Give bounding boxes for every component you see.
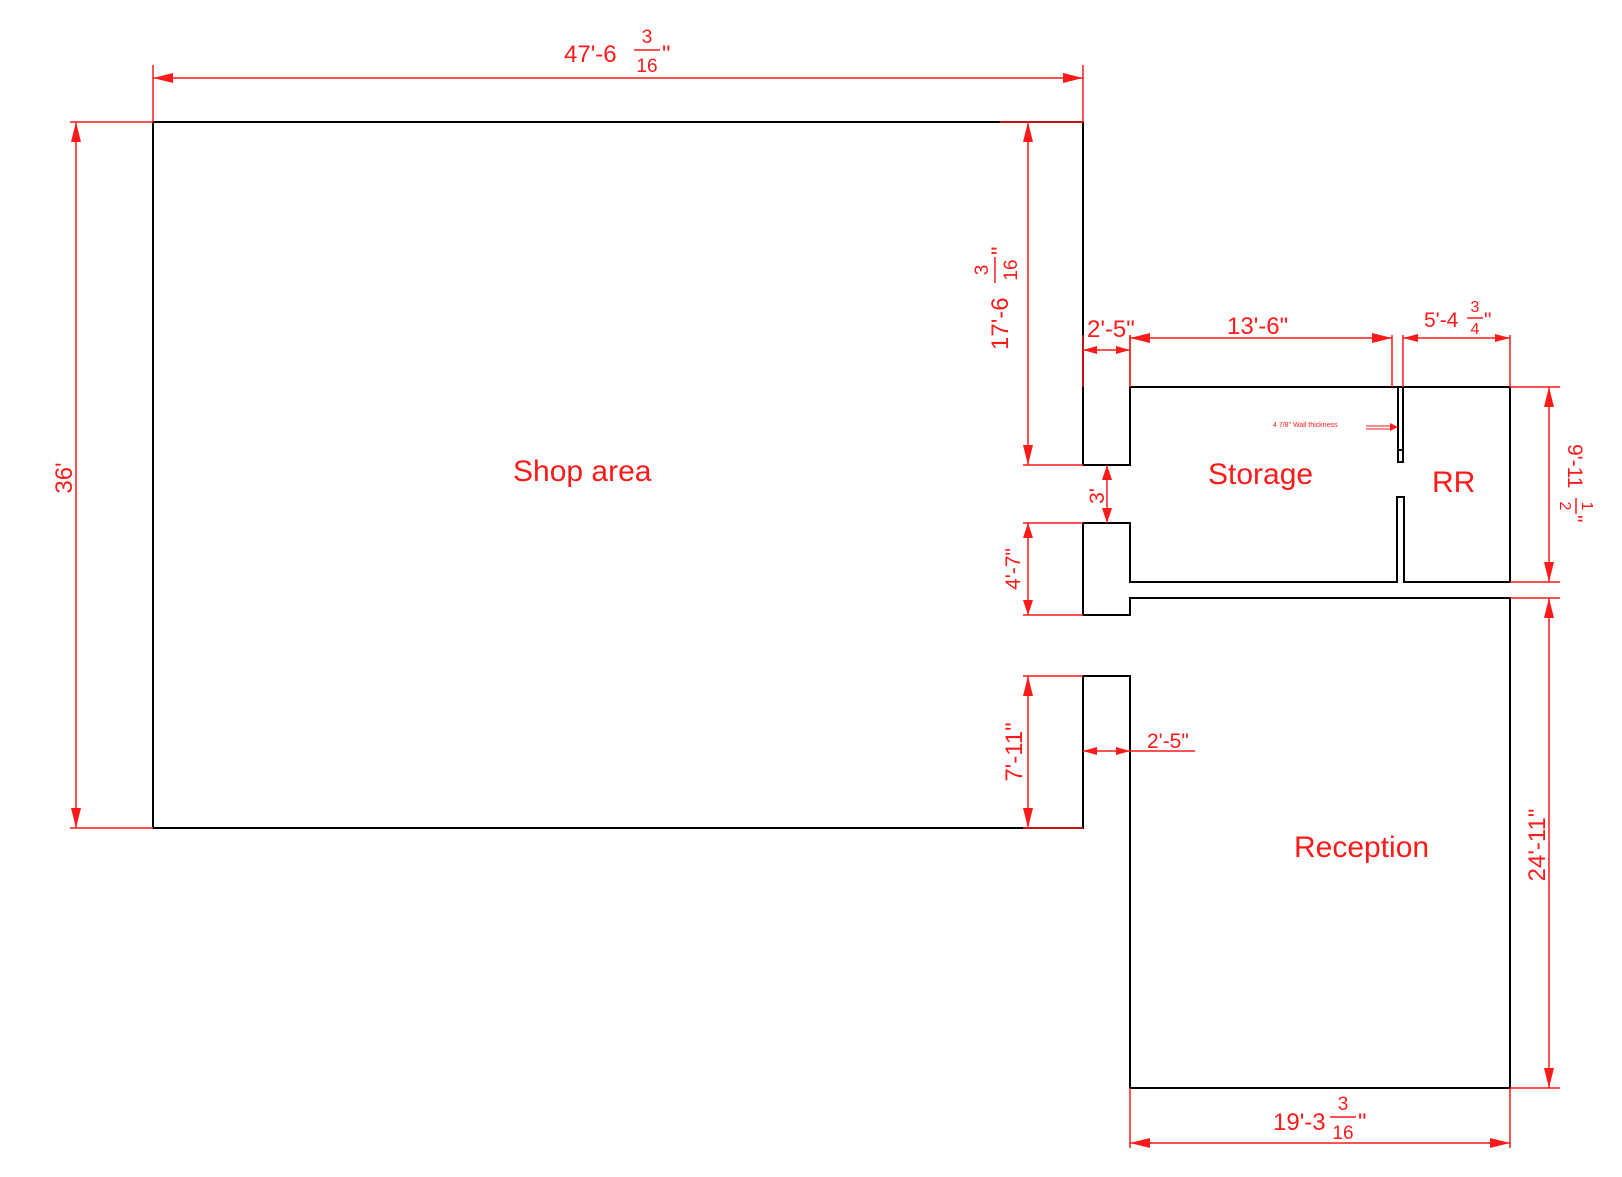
dimension-reception-height-label: 24'-11"	[1524, 809, 1551, 882]
dimension-upper-wall-den: 16	[1001, 259, 1022, 280]
dimension-reception-width-tail: "	[1358, 1109, 1367, 1136]
dimension-lower-wall-label: 7'-11"	[1001, 722, 1028, 781]
rr-label: RR	[1432, 466, 1475, 499]
dimension-storage-width-label: 13'-6"	[1227, 313, 1288, 340]
dimension-short-wall: 4'-7"	[1002, 522, 1083, 616]
wall-thickness-arrow-icon	[1390, 423, 1398, 431]
rr-outline	[1082, 386, 1511, 1089]
dimension-upper-wall: 17'-6 3 16 "	[972, 121, 1083, 466]
dimension-reception-width-den: 16	[1332, 1123, 1353, 1144]
dimension-rr-width-tail: "	[1484, 309, 1491, 332]
dimension-upper-wall-num: 3	[972, 265, 993, 276]
dimension-storage-width: 13'-6"	[1129, 313, 1393, 387]
dimension-rr-height-tail: "	[1563, 515, 1586, 522]
shop-area-outline	[152, 121, 1131, 829]
dimension-rr-height-num: 1	[1578, 502, 1595, 511]
dimension-short-wall-label: 4'-7"	[1002, 548, 1025, 590]
dimension-rr-width: 5'-4 3 4 "	[1402, 299, 1511, 387]
dimension-reception-height: 24'-11"	[1510, 597, 1560, 1089]
walls	[152, 121, 1511, 1089]
dimension-reception-width-num: 3	[1338, 1094, 1349, 1115]
dimension-wall-offset-bottom-label: 2'-5"	[1147, 730, 1189, 753]
dimension-upper-wall-tail: "	[987, 246, 1014, 255]
dimension-wall-offset-top-label: 2'-5"	[1087, 316, 1135, 343]
dimension-rr-width-num: 3	[1471, 299, 1480, 316]
dimension-top-width: 47'-6 3 16 "	[152, 27, 1084, 122]
wall-thickness-note-text: 4 7/8" Wall thickness	[1273, 422, 1338, 429]
shop-area-label: Shop area	[513, 455, 652, 488]
dimension-top-width-den: 16	[636, 56, 657, 77]
storage-label: Storage	[1208, 458, 1313, 491]
dimension-rr-height-main: 9'-11	[1563, 444, 1586, 488]
shop-upper-right-wall	[1082, 197, 1399, 466]
dimension-rr-width-main: 5'-4	[1424, 309, 1459, 332]
dimension-upper-wall-main: 17'-6	[987, 297, 1014, 350]
dimension-lower-wall: 7'-11"	[1001, 675, 1083, 829]
dimension-top-width-tail: "	[662, 41, 671, 68]
dimension-wall-offset-bottom: 2'-5"	[1083, 730, 1195, 755]
rr-wall-stub	[1397, 449, 1404, 463]
dimension-top-width-main: 47'-6	[564, 41, 617, 68]
dimension-left-height: 36'	[51, 121, 153, 829]
dimension-rr-width-den: 4	[1471, 321, 1480, 338]
dimension-reception-width: 19'-3 3 16 "	[1129, 1088, 1511, 1148]
wall-thickness-note: 4 7/8" Wall thickness	[1273, 422, 1398, 431]
dimension-top-width-num: 3	[642, 27, 653, 48]
dimension-wall-offset-top: 2'-5"	[1082, 316, 1135, 387]
reception-label: Reception	[1294, 831, 1429, 864]
dimension-rr-height-den: 2	[1556, 502, 1573, 511]
dimension-left-height-label: 36'	[51, 462, 78, 493]
dimension-rr-height: 9'-11 1 2 "	[1510, 386, 1595, 583]
dimension-door-opening: 3'	[1086, 465, 1112, 523]
dimension-door-opening-label: 3'	[1086, 488, 1109, 504]
dimension-reception-width-main: 19'-3	[1273, 1109, 1326, 1136]
